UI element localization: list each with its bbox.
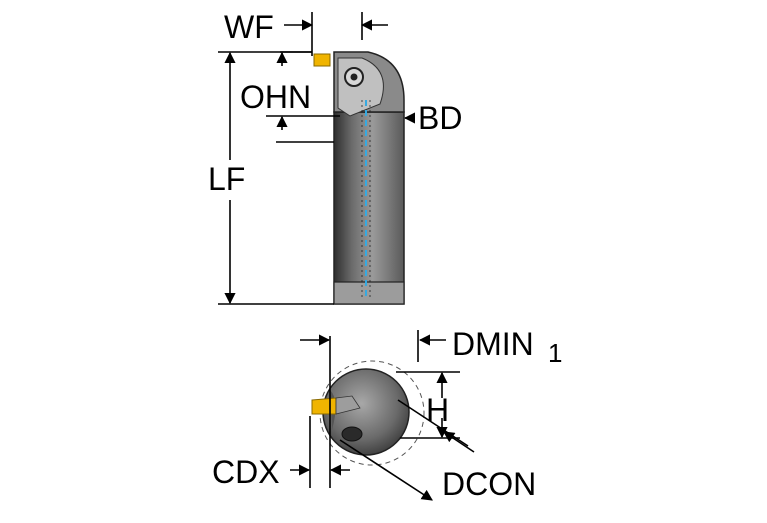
cdx-dimension: CDX [212,334,350,490]
h-label: H [426,392,449,428]
bar-shank-end [333,281,405,305]
lf-label: LF [208,161,245,197]
dmin-subscript: 1 [548,338,562,368]
boring-bar-side-view [313,51,405,305]
end-view-insert [311,397,337,415]
bd-dimension: BD [403,100,462,136]
dmin-dimension: DMIN 1 [417,326,562,368]
coolant-outlet [341,426,363,442]
dmin-label: DMIN [452,326,534,362]
ohn-label: OHN [240,79,311,115]
cdx-label: CDX [212,454,280,490]
boring-bar-end-view [311,360,425,466]
cutting-insert [313,53,331,67]
bd-label: BD [418,100,462,136]
dcon-dimension: DCON [339,399,536,502]
wf-label: WF [224,9,274,45]
dcon-label: DCON [442,466,536,502]
bar-shank [333,111,405,305]
lf-dimension: LF [208,51,334,305]
wf-dimension: WF [224,9,388,56]
